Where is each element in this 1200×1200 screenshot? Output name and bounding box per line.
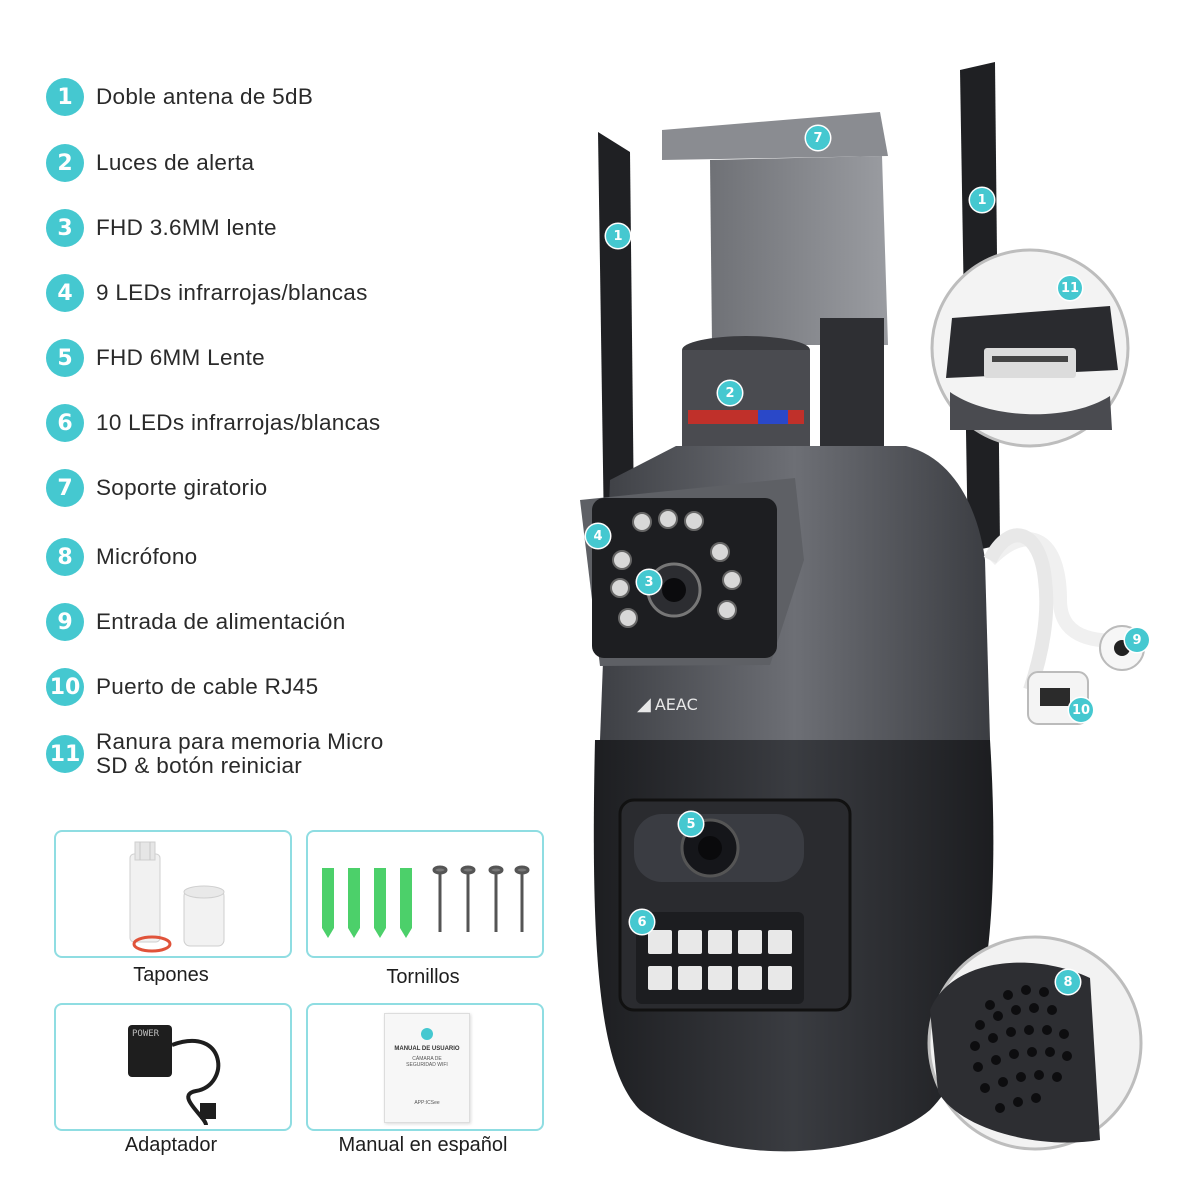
- accessory-label: Manual en español: [338, 1134, 508, 1156]
- feature-text: Puerto de cable RJ45: [96, 674, 319, 699]
- feature-item: 5 FHD 6MM Lente: [46, 339, 265, 377]
- feature-text: Soporte giratorio: [96, 475, 268, 500]
- feature-text: Entrada de alimentación: [96, 609, 346, 634]
- feature-text: 9 LEDs infrarrojas/blancas: [96, 280, 368, 305]
- rotating-mount: [710, 156, 888, 345]
- marker-badge: 1: [970, 188, 994, 212]
- number-badge: 8: [46, 538, 84, 576]
- lower-dome: [593, 740, 994, 1152]
- marker-badge: 3: [637, 570, 661, 594]
- number-badge: 6: [46, 404, 84, 442]
- antenna-right: [960, 62, 1000, 552]
- marker-badge: 5: [679, 812, 703, 836]
- number-badge: 5: [46, 339, 84, 377]
- accessory-label: Tornillos: [386, 966, 460, 988]
- marker-badge: 9: [1125, 628, 1149, 652]
- number-badge: 9: [46, 603, 84, 641]
- marker-badge: 4: [586, 524, 610, 548]
- brand-logo: ◢ AEAC: [637, 694, 698, 715]
- accessory-label: Tapones: [133, 964, 209, 986]
- manual-title: MANUAL DE USUARIO: [394, 1046, 460, 1052]
- manual-cover: MANUAL DE USUARIO CÁMARA DE SEGURIDAD WI…: [384, 1013, 470, 1123]
- feature-item: 4 9 LEDs infrarrojas/blancas: [46, 274, 368, 312]
- accessory-box-tornillos: [306, 830, 544, 958]
- marker-badge: 10: [1069, 698, 1093, 722]
- manual-app: APP:ICSee: [414, 1100, 440, 1106]
- adapter-illustration: [128, 1025, 221, 1126]
- accessory-box-tapones: [54, 830, 292, 958]
- feature-text: 10 LEDs infrarrojas/blancas: [96, 410, 381, 435]
- number-badge: 11: [46, 735, 84, 773]
- feature-item: 9 Entrada de alimentación: [46, 603, 346, 641]
- manual-subtitle: CÁMARA DE SEGURIDAD WIFI: [406, 1056, 448, 1068]
- marker-badge: 1: [606, 224, 630, 248]
- feature-item: 10 Puerto de cable RJ45: [46, 668, 318, 706]
- feature-item: 2 Luces de alerta: [46, 144, 254, 182]
- marker-badge: 2: [718, 381, 742, 405]
- marker-badge: 8: [1056, 970, 1080, 994]
- feature-item: 11 Ranura para memoria Micro SD & botón …: [46, 730, 384, 778]
- brand-name: AEAC: [654, 695, 698, 714]
- number-badge: 7: [46, 469, 84, 507]
- feature-text: FHD 3.6MM lente: [96, 215, 277, 240]
- feature-text: Micrófono: [96, 544, 198, 569]
- accessory-box-adaptador: POWER: [54, 1003, 292, 1131]
- feature-text: Luces de alerta: [96, 150, 255, 175]
- feature-item: 6 10 LEDs infrarrojas/blancas: [46, 404, 380, 442]
- marker-badge: 7: [806, 126, 830, 150]
- brand-mark-icon: ◢: [637, 694, 651, 715]
- feature-item: 1 Doble antena de 5dB: [46, 78, 313, 116]
- antenna-left: [598, 132, 634, 534]
- feature-item: 7 Soporte giratorio: [46, 469, 267, 507]
- feature-text: Ranura para memoria Micro SD & botón rei…: [96, 729, 384, 778]
- number-badge: 1: [46, 78, 84, 116]
- marker-badge: 6: [630, 910, 654, 934]
- adapter-label: POWER: [132, 1029, 160, 1039]
- plug-caps-illustration: [129, 841, 225, 953]
- number-badge: 2: [46, 144, 84, 182]
- number-badge: 3: [46, 209, 84, 247]
- marker-badge: 11: [1058, 276, 1082, 300]
- feature-text: FHD 6MM Lente: [96, 345, 265, 370]
- accessory-label: Adaptador: [124, 1134, 218, 1156]
- number-badge: 4: [46, 274, 84, 312]
- number-badge: 10: [46, 668, 84, 706]
- feature-text: Doble antena de 5dB: [96, 84, 314, 109]
- manual-logo-icon: [421, 1028, 433, 1040]
- sd-slot-inset: [930, 248, 1130, 448]
- feature-item: 3 FHD 3.6MM lente: [46, 209, 277, 247]
- feature-item: 8 Micrófono: [46, 538, 198, 576]
- accessory-box-manual: MANUAL DE USUARIO CÁMARA DE SEGURIDAD WI…: [306, 1003, 544, 1131]
- screws-illustration: [322, 865, 530, 938]
- microphone-inset: [927, 935, 1143, 1151]
